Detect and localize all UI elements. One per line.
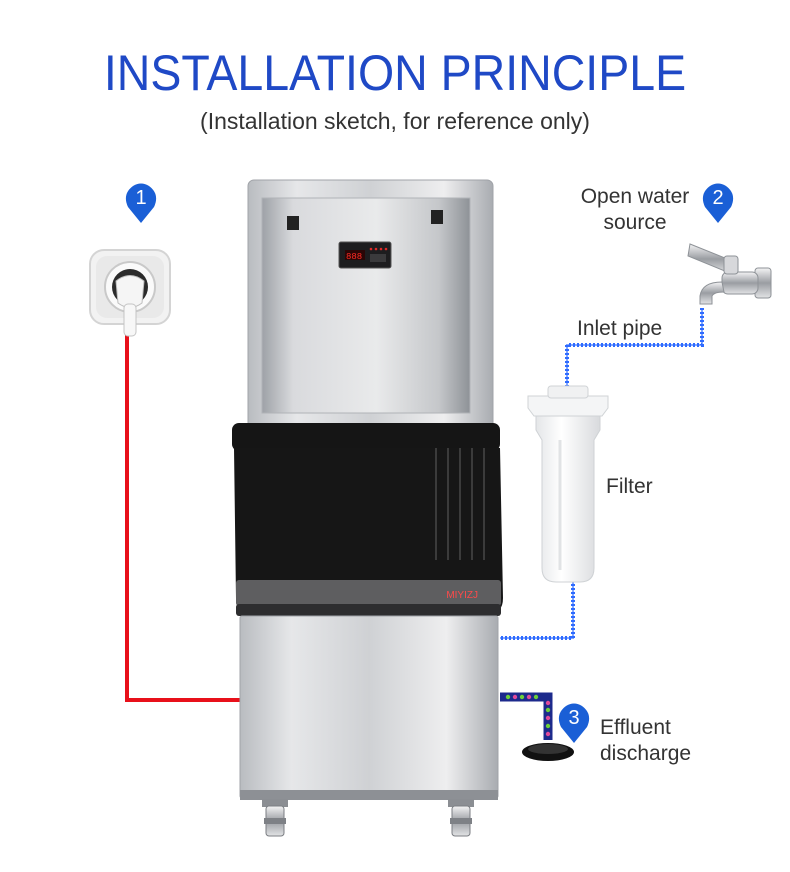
caster-right bbox=[448, 799, 474, 837]
filter-label: Filter bbox=[606, 475, 653, 498]
wall-socket bbox=[89, 249, 171, 337]
marker-2: 2 bbox=[701, 182, 735, 224]
marker-3-number: 3 bbox=[568, 707, 580, 729]
page-title: INSTALLATION PRINCIPLE bbox=[103, 45, 687, 101]
ice-machine-base bbox=[239, 615, 499, 800]
water-source-label-line1: Open water bbox=[580, 185, 690, 208]
marker-2-number: 2 bbox=[712, 187, 724, 209]
water-source-label: Open water source bbox=[572, 184, 698, 236]
inlet-pipe-label: Inlet pipe bbox=[577, 317, 663, 340]
location-pin-icon bbox=[125, 183, 157, 223]
water-source-label-line2: source bbox=[603, 211, 667, 234]
marker-1-number: 1 bbox=[135, 187, 147, 209]
effluent-label-line1: Effluent bbox=[600, 716, 671, 739]
page-subtitle: (Installation sketch, for reference only… bbox=[200, 108, 590, 134]
drain-pipe bbox=[500, 692, 574, 761]
power-cord bbox=[125, 335, 240, 702]
water-filter bbox=[527, 385, 609, 583]
marker-1: 1 bbox=[124, 182, 158, 224]
marker-3: 3 bbox=[557, 702, 591, 744]
location-pin-icon bbox=[558, 703, 590, 743]
effluent-label-line2: discharge bbox=[600, 742, 692, 765]
faucet bbox=[687, 243, 772, 305]
brand-logo: MIYIZJ bbox=[446, 590, 478, 601]
effluent-label: Effluent discharge bbox=[600, 715, 691, 767]
filter-outlet-pipe bbox=[500, 580, 575, 640]
ice-bin-lid bbox=[232, 423, 503, 616]
caster-left bbox=[262, 799, 288, 837]
location-pin-icon bbox=[702, 183, 734, 223]
display-digits: 888 bbox=[346, 252, 362, 262]
ice-machine bbox=[247, 179, 494, 433]
